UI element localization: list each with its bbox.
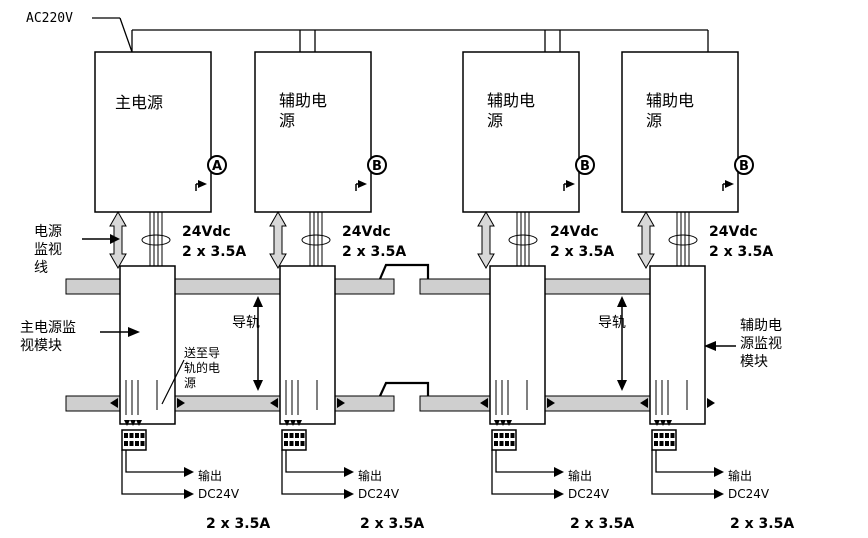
- cable-tie-icon: [301, 234, 331, 246]
- badge-letter: A: [212, 159, 222, 174]
- power-supply-name-line2: 源: [646, 111, 662, 130]
- svg-text:导轨: 导轨: [598, 315, 626, 331]
- cable-tie-icon: [141, 234, 171, 246]
- svg-text:线: 线: [34, 260, 48, 276]
- badge-arrow-icon: [725, 180, 734, 188]
- svg-text:源监视: 源监视: [740, 336, 782, 352]
- badge-circle: [207, 155, 227, 175]
- spec-current: 2 x 3.5A: [342, 244, 406, 260]
- rail-arrow-right: [177, 398, 185, 408]
- spec-voltage: 24Vdc: [182, 224, 231, 240]
- output-dc: DC24V: [198, 487, 240, 501]
- output-line: [655, 450, 716, 473]
- spec-voltage: 24Vdc: [709, 224, 758, 240]
- badge-letter: B: [739, 159, 749, 174]
- svg-text:送至导: 送至导: [184, 345, 220, 360]
- output-label: 输出: [728, 468, 752, 483]
- power-unit: 主电源 A 24Vdc 2 x 3.5A 输出 DC24V 2 x 3.5A: [94, 51, 270, 532]
- power-supply-name: 辅助电: [279, 91, 327, 110]
- svg-text:源: 源: [184, 376, 196, 390]
- monitor-module: [489, 265, 546, 425]
- power-supply-name: 辅助电: [487, 91, 535, 110]
- power-supply-box: [94, 51, 212, 213]
- badge-circle: [734, 155, 754, 175]
- svg-text:视模块: 视模块: [20, 338, 62, 354]
- spec-voltage: 24Vdc: [342, 224, 391, 240]
- spec-current: 2 x 3.5A: [550, 244, 614, 260]
- main-monitor-module-label: 主电源监 视模块: [20, 320, 76, 354]
- monitor-module: [119, 265, 176, 425]
- badge-letter: B: [372, 159, 382, 174]
- svg-text:导轨: 导轨: [232, 315, 260, 331]
- output-line: [495, 450, 556, 473]
- aux-monitor-module-label: 辅助电 源监视 模块: [740, 318, 782, 370]
- spec-current: 2 x 3.5A: [182, 244, 246, 260]
- badge-arrow-icon: [198, 180, 207, 188]
- monitor-pipe-icon: [637, 210, 655, 270]
- badge-circle: [367, 155, 387, 175]
- svg-text:轨的电: 轨的电: [184, 360, 220, 375]
- rail-arrow-left: [480, 398, 488, 408]
- rail-arrow-left: [270, 398, 278, 408]
- rail-arrow-right: [707, 398, 715, 408]
- output-line: [125, 450, 186, 473]
- cable-tie-icon: [668, 234, 698, 246]
- rail-arrow-left: [640, 398, 648, 408]
- power-monitor-arrow: [82, 234, 120, 244]
- power-supply-name-line2: 源: [487, 111, 503, 130]
- feed-to-rail-label: 送至导 轨的电 源: [161, 345, 220, 405]
- output-line: [285, 450, 346, 473]
- output-dc: DC24V: [358, 487, 400, 501]
- svg-text:电源: 电源: [34, 224, 62, 240]
- output-current: 2 x 3.5A: [730, 516, 794, 532]
- power-supply-box: [621, 51, 739, 213]
- output-label: 输出: [198, 468, 222, 483]
- rail-arrow-right: [547, 398, 555, 408]
- output-dc: DC24V: [728, 487, 770, 501]
- ac-supply-line: [92, 17, 709, 53]
- badge-arrow-icon: [566, 180, 575, 188]
- rail-label-right: 导轨: [598, 296, 627, 391]
- power-supply-box: [462, 51, 580, 213]
- rail-arrow-right: [337, 398, 345, 408]
- rail-joints: [378, 263, 430, 397]
- rail-label-left: 导轨: [232, 296, 263, 391]
- monitor-pipe-icon: [269, 210, 287, 270]
- badge-letter: B: [580, 159, 590, 174]
- badge-circle: [575, 155, 595, 175]
- output-current: 2 x 3.5A: [360, 516, 424, 532]
- svg-text:辅助电: 辅助电: [740, 318, 782, 334]
- spec-current: 2 x 3.5A: [709, 244, 773, 260]
- power-monitor-line-label: 电源 监视 线: [34, 224, 62, 276]
- svg-text:监视: 监视: [34, 242, 62, 258]
- spec-voltage: 24Vdc: [550, 224, 599, 240]
- monitor-module: [649, 265, 706, 425]
- aux-module-arrow: [704, 341, 736, 351]
- power-supply-name-line2: 源: [279, 111, 295, 130]
- monitor-module: [279, 265, 336, 425]
- output-label: 输出: [358, 468, 382, 483]
- output-current: 2 x 3.5A: [570, 516, 634, 532]
- power-supply-name: 主电源: [115, 93, 163, 112]
- monitor-pipe-icon: [477, 210, 495, 270]
- rail-arrow-left: [110, 398, 118, 408]
- badge-arrow-icon: [358, 180, 367, 188]
- power-supply-name: 辅助电: [646, 91, 694, 110]
- main-module-arrow: [100, 327, 140, 337]
- cable-tie-icon: [508, 234, 538, 246]
- output-current: 2 x 3.5A: [206, 516, 270, 532]
- output-dc: DC24V: [568, 487, 610, 501]
- svg-text:模块: 模块: [740, 354, 768, 370]
- power-supply-box: [254, 51, 372, 213]
- output-label: 输出: [568, 468, 592, 483]
- ac-label: AC220V: [26, 11, 73, 26]
- svg-text:主电源监: 主电源监: [20, 320, 76, 336]
